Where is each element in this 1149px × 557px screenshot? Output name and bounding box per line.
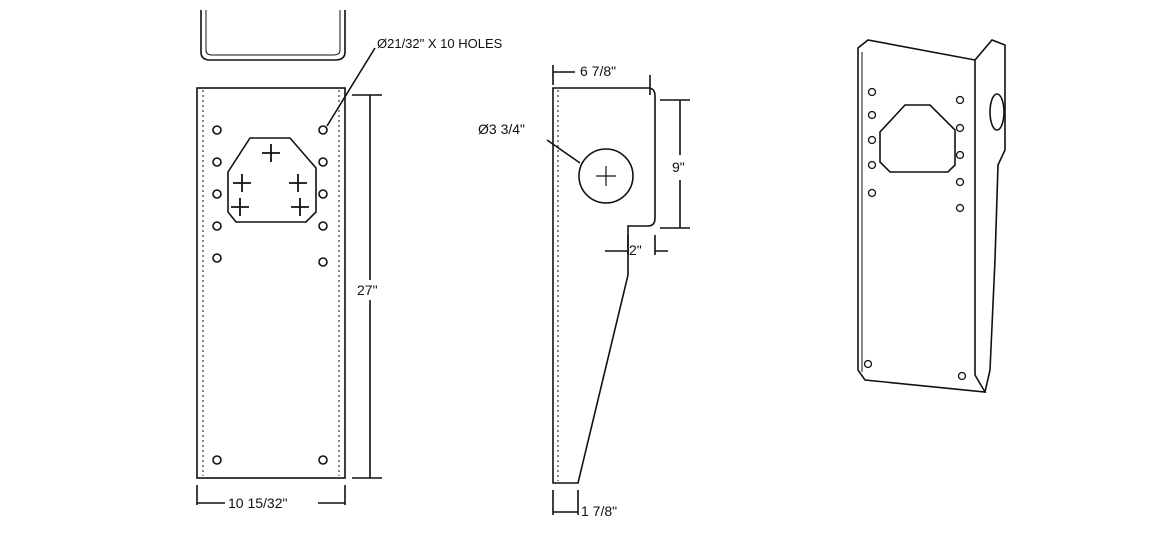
profile-outline bbox=[552, 87, 656, 484]
hole-callout-label: Ø21/32" X 10 HOLES bbox=[377, 36, 503, 51]
plate-outline bbox=[196, 87, 346, 479]
step-dim bbox=[605, 235, 668, 255]
isometric-channel bbox=[857, 39, 1006, 393]
cutout-crosses bbox=[231, 144, 309, 216]
side-view-profile bbox=[546, 65, 690, 515]
iso-holes bbox=[863, 87, 967, 381]
top-width-dim bbox=[552, 65, 651, 95]
large-hole bbox=[578, 148, 634, 204]
top-width-label: 6 7/8" bbox=[580, 63, 617, 79]
height-9-label: 9" bbox=[672, 159, 685, 175]
hole-leader bbox=[326, 47, 376, 127]
height-dim-line bbox=[352, 94, 382, 479]
cutout bbox=[227, 137, 317, 223]
holes bbox=[212, 125, 328, 465]
large-hole-label: Ø3 3/4" bbox=[478, 121, 525, 137]
height-9-dim bbox=[660, 99, 690, 229]
large-hole-leader bbox=[546, 139, 581, 164]
width-dim-label: 10 15/32" bbox=[228, 495, 288, 511]
step-label: 2" bbox=[629, 242, 642, 258]
front-view-plate bbox=[196, 10, 382, 505]
bottom-width-dim bbox=[552, 490, 579, 515]
top-channel-outline bbox=[200, 10, 346, 61]
bottom-width-label: 1 7/8" bbox=[581, 503, 618, 519]
height-dim-label: 27" bbox=[357, 282, 378, 298]
iso-cutout bbox=[879, 104, 956, 173]
width-dim-line bbox=[196, 485, 346, 505]
